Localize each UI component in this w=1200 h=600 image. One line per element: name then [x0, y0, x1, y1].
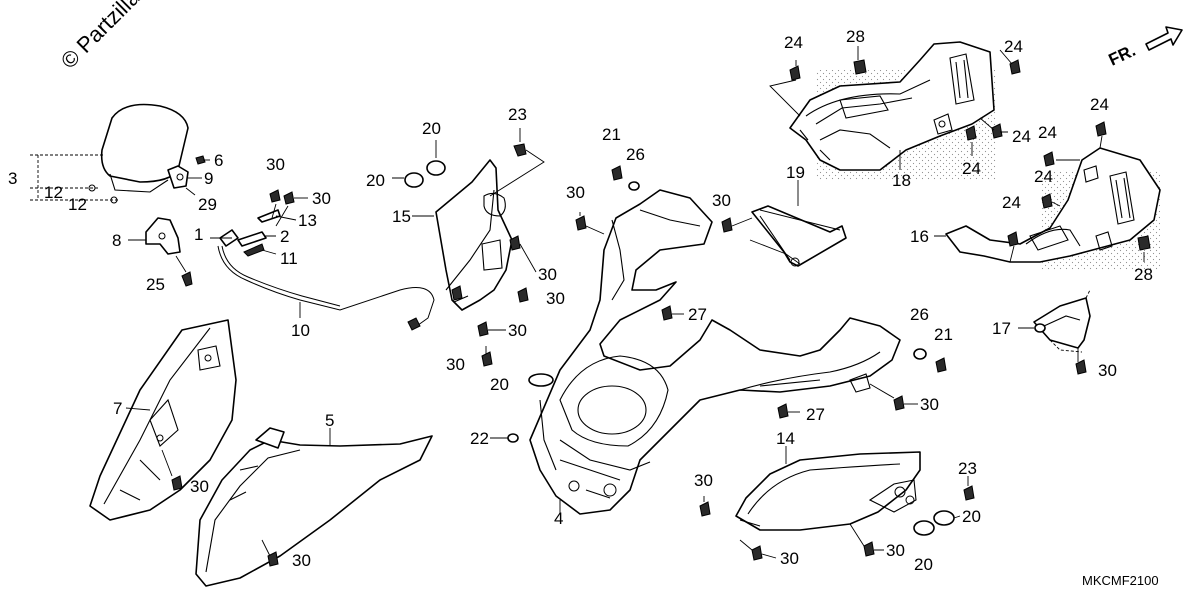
callout-30g: 30	[508, 321, 527, 340]
callout-6: 6	[214, 151, 223, 170]
callout-21a: 21	[602, 125, 621, 144]
callout-30a: 30	[266, 155, 285, 174]
callout-20c: 20	[490, 375, 509, 394]
callout-30j: 30	[712, 191, 731, 210]
callout-10: 10	[291, 321, 310, 340]
callout-5: 5	[325, 411, 334, 430]
callout-4: 4	[554, 509, 563, 528]
part-10-release-cable	[217, 245, 435, 331]
part-3-pad-assembly	[30, 103, 210, 204]
part-16-lower-duct	[934, 121, 1161, 270]
callout-16: 16	[910, 227, 929, 246]
part-18-upper-duct	[769, 41, 1021, 180]
callout-30k: 30	[920, 395, 939, 414]
callout-29: 29	[198, 195, 217, 214]
callout-23b: 23	[958, 459, 977, 478]
callout-23a: 23	[508, 105, 527, 124]
callout-28a: 28	[846, 27, 865, 46]
callout-20a: 20	[422, 119, 441, 138]
callout-24g: 24	[1034, 167, 1053, 186]
callout-30e: 30	[538, 265, 557, 284]
callout-19: 19	[786, 163, 805, 182]
callout-20b: 20	[366, 171, 385, 190]
callout-2: 2	[280, 227, 289, 246]
part-5-lower-cover	[195, 427, 433, 587]
center-fasteners	[490, 165, 947, 443]
callout-8: 8	[112, 231, 121, 250]
callout-30m: 30	[694, 471, 713, 490]
callout-30f: 30	[546, 289, 565, 308]
callout-30i: 30	[566, 183, 585, 202]
callout-27b: 27	[806, 405, 825, 424]
callout-24e: 24	[1090, 95, 1109, 114]
latch-parts-1-2-11-13	[210, 189, 308, 257]
callout-20d: 20	[962, 507, 981, 526]
callout-30h: 30	[446, 355, 465, 374]
callout-30b: 30	[312, 189, 331, 208]
part-4-front-inner-cover	[529, 189, 901, 515]
callout-26a: 26	[626, 145, 645, 164]
callout-22: 22	[470, 429, 489, 448]
callout-24f: 24	[1038, 123, 1057, 142]
callout-20e: 20	[914, 555, 933, 574]
callout-21b: 21	[934, 325, 953, 344]
front-indicator-label: FR.	[1106, 41, 1139, 70]
part-15-inner-panel	[392, 128, 545, 367]
callout-17: 17	[992, 319, 1011, 338]
callout-7: 7	[113, 399, 122, 418]
callout-24a: 24	[784, 33, 803, 52]
callout-30n: 30	[780, 549, 799, 568]
callout-24h: 24	[1002, 193, 1021, 212]
part-19-stay	[721, 180, 847, 267]
callout-25: 25	[146, 275, 165, 294]
callout-1: 1	[194, 225, 203, 244]
callout-30d: 30	[292, 551, 311, 570]
callout-24d: 24	[962, 159, 981, 178]
callout-13: 13	[298, 211, 317, 230]
callout-18: 18	[892, 171, 911, 190]
callout-26b: 26	[910, 305, 929, 324]
part-17-bracket	[1018, 289, 1091, 375]
watermark: © Partzilla	[56, 0, 145, 74]
callout-27a: 27	[688, 305, 707, 324]
callout-30o: 30	[886, 541, 905, 560]
part-7-left-side-cover	[89, 319, 237, 521]
callout-30c: 30	[190, 477, 209, 496]
part-14-right-cover	[699, 446, 975, 561]
callout-24b: 24	[1004, 37, 1023, 56]
callout-24c: 24	[1012, 127, 1031, 146]
callout-30l: 30	[1098, 361, 1117, 380]
callout-28b: 28	[1134, 265, 1153, 284]
callout-labels: 1 2 3 4 5 6 7 8 9 10 11 12 12 13 14 15 1…	[8, 27, 1153, 574]
callout-9: 9	[204, 169, 213, 188]
diagram-code: MKCMF2100	[1082, 573, 1159, 588]
part-8-bracket	[128, 217, 193, 287]
callout-14: 14	[776, 429, 795, 448]
callout-12a: 12	[44, 183, 63, 202]
front-direction-arrow: FR.	[1106, 26, 1183, 70]
callout-3: 3	[8, 169, 17, 188]
callout-15: 15	[392, 207, 411, 226]
callout-11: 11	[280, 249, 298, 268]
callout-12b: 12	[68, 195, 87, 214]
